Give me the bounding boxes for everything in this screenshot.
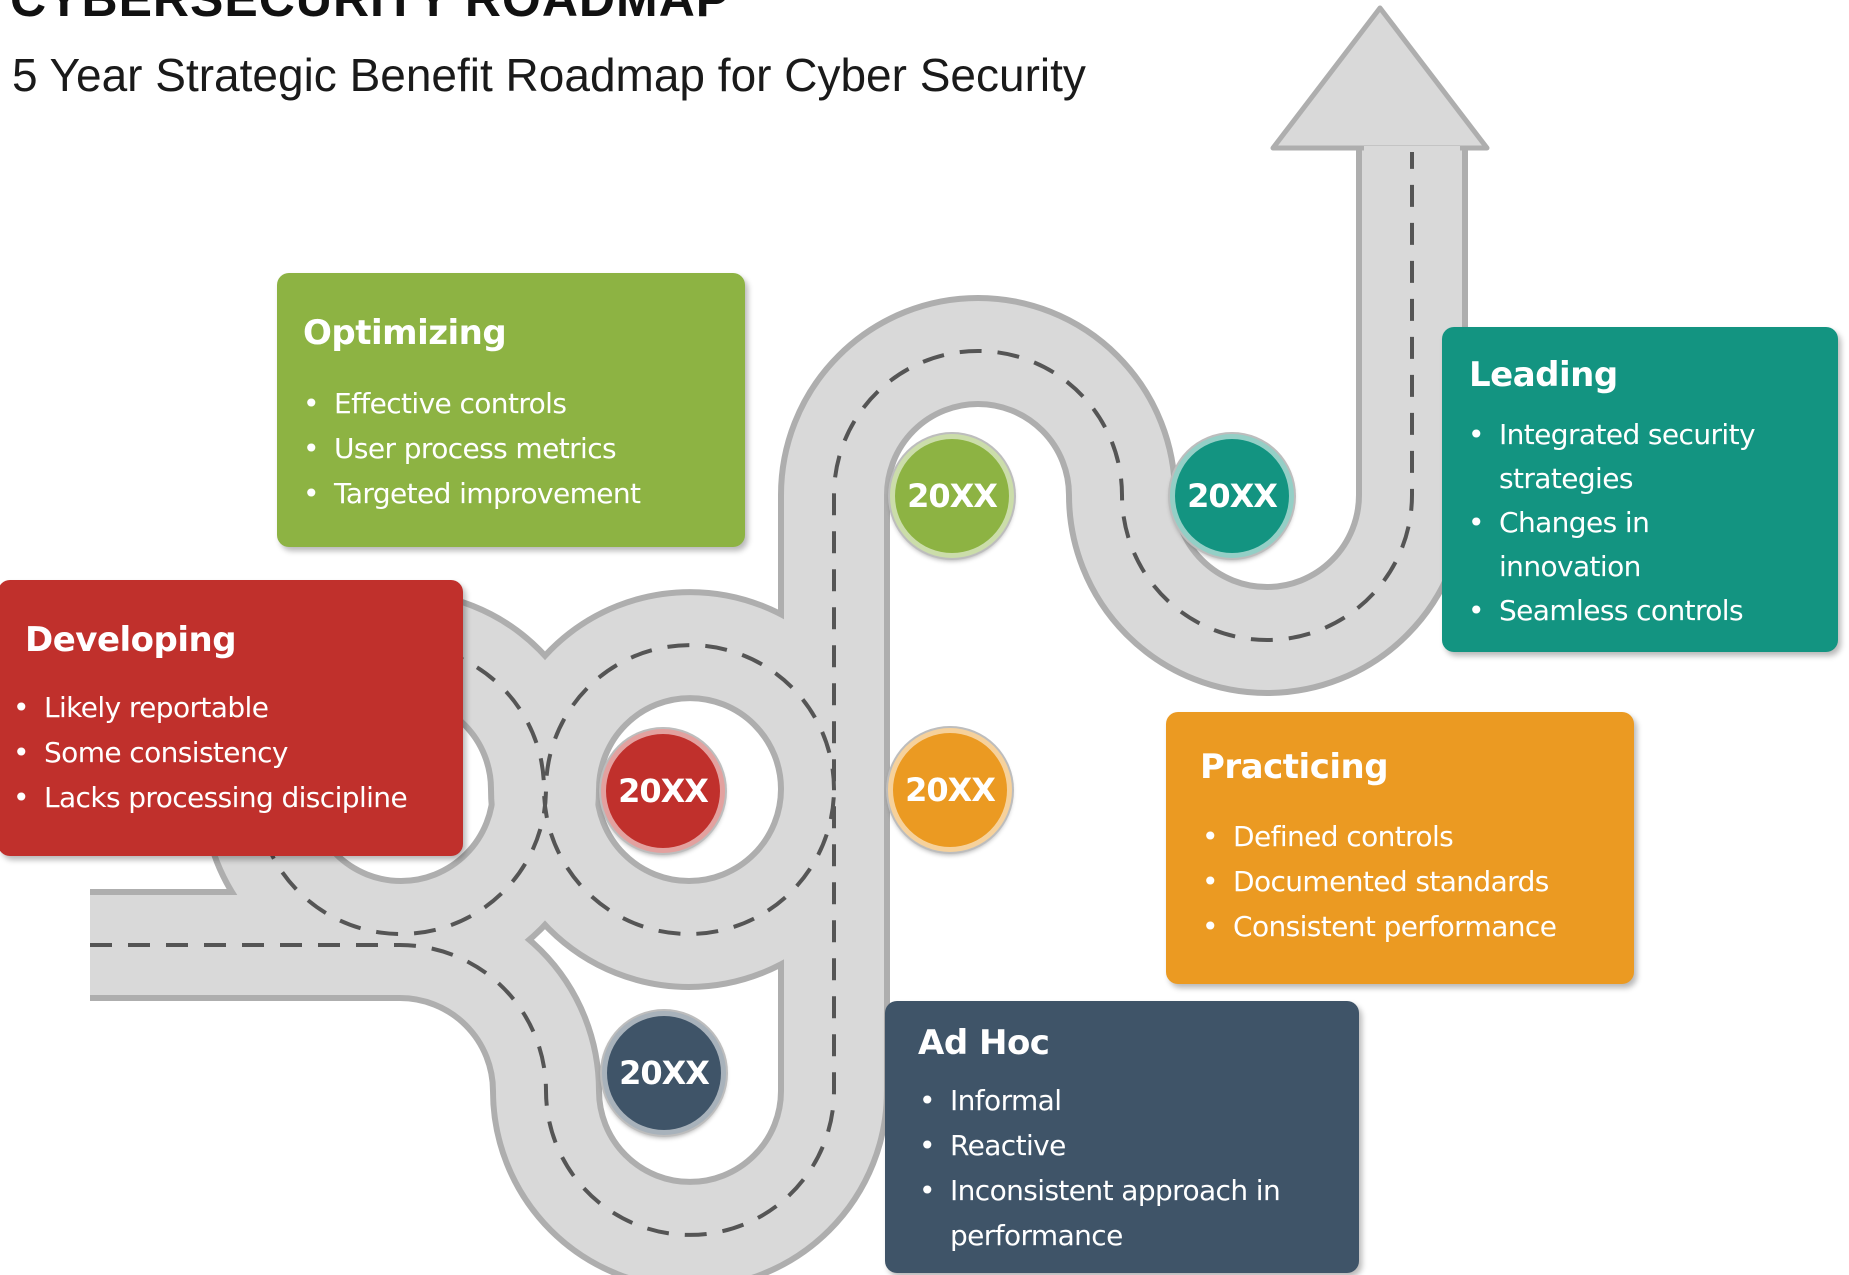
page-title: CYBERSECURITY ROADMAP	[10, 0, 730, 28]
list-item: •Inconsistent approach in performance	[919, 1174, 1281, 1252]
list-item: •Reactive	[919, 1129, 1066, 1162]
stage-list-practicing: •Defined controls •Documented standards …	[1202, 814, 1632, 949]
stage-card-leading: Leading •Integrated security strategies …	[1442, 327, 1838, 652]
page-subtitle: 5 Year Strategic Benefit Roadmap for Cyb…	[12, 49, 1086, 101]
list-item: •Seamless controls	[1468, 594, 1744, 627]
stage-card-optimizing: Optimizing •Effective controls •User pro…	[277, 273, 745, 547]
list-item: •Changes in innovation	[1468, 506, 1650, 583]
year-badge-practicing: 20XX	[888, 728, 1012, 852]
list-item: •Consistent performance	[1202, 910, 1557, 943]
stage-title-ad-hoc: Ad Hoc	[918, 1023, 1050, 1063]
stage-title-leading: Leading	[1469, 355, 1618, 395]
stage-title-optimizing: Optimizing	[303, 313, 507, 353]
stage-list-developing: •Likely reportable •Some consistency •La…	[13, 685, 463, 820]
list-item: •Informal	[919, 1084, 1062, 1117]
list-item: •Some consistency	[13, 736, 288, 769]
stage-title-practicing: Practicing	[1200, 747, 1389, 787]
year-badge-ad-hoc: 20XX	[602, 1011, 726, 1135]
stage-list-leading: •Integrated security strategies •Changes…	[1468, 413, 1768, 633]
list-item: •Defined controls	[1202, 820, 1454, 853]
year-badge-leading: 20XX	[1170, 434, 1294, 558]
stage-card-practicing: Practicing •Defined controls •Documented…	[1166, 712, 1634, 984]
road-arrow-joint	[1364, 146, 1460, 152]
stage-title-developing: Developing	[25, 620, 237, 660]
list-item: •Lacks processing discipline	[13, 781, 408, 814]
stage-list-optimizing: •Effective controls •User process metric…	[303, 381, 743, 516]
list-item: •User process metrics	[303, 432, 617, 465]
list-item: •Effective controls	[303, 387, 567, 420]
list-item: •Documented standards	[1202, 865, 1549, 898]
road-arrow-head	[1270, 5, 1490, 151]
year-badge-optimizing: 20XX	[890, 434, 1014, 558]
list-item: •Integrated security strategies	[1468, 418, 1756, 495]
list-item: •Targeted improvement	[303, 477, 641, 510]
stage-card-developing: Developing •Likely reportable •Some cons…	[0, 580, 463, 856]
stage-card-ad-hoc: Ad Hoc •Informal •Reactive •Inconsistent…	[885, 1001, 1359, 1273]
year-badge-developing: 20XX	[601, 729, 725, 853]
stage-list-ad-hoc: •Informal •Reactive •Inconsistent approa…	[919, 1078, 1349, 1258]
list-item: •Likely reportable	[13, 691, 269, 724]
